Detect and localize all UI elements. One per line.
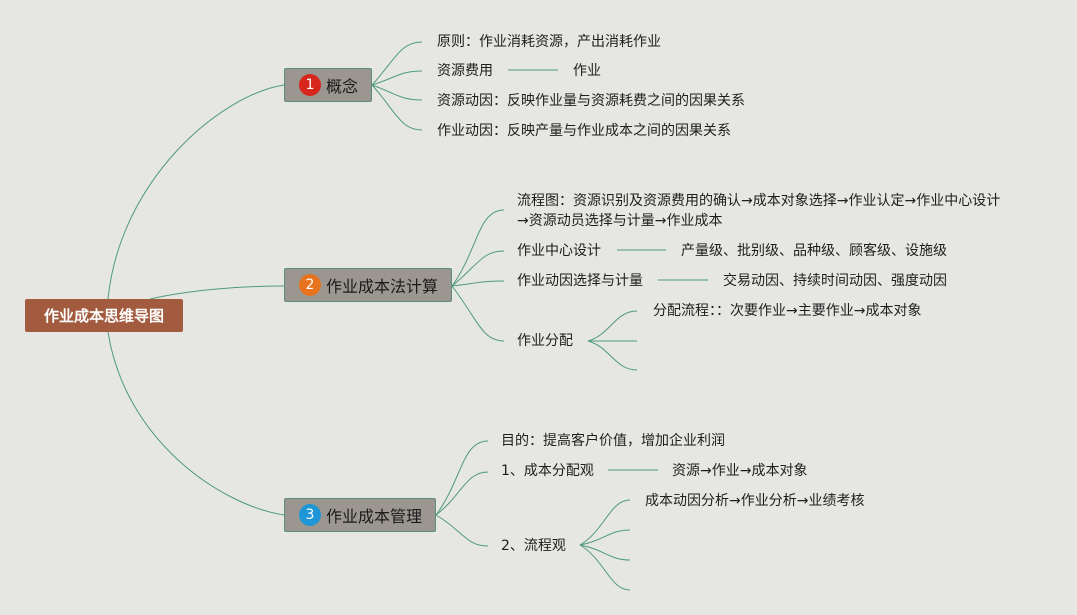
link-calc-driver [451,280,505,287]
concept-activity: 作业 [573,63,601,79]
branch-concept[interactable]: 1 概念 [284,68,372,102]
link-root-calc [149,285,285,300]
calc-flow-line2: →资源动员选择与计量→作业成本 [517,213,723,229]
number-badge-icon: 1 [299,74,321,96]
root-title: 作业成本思维导图 [43,307,164,325]
link-root-management [107,331,285,516]
branch-label: 作业成本法计算 [326,277,439,296]
link-process-chain [579,499,631,546]
link-management-goal [435,440,489,516]
link-process-sub3 [579,544,631,561]
calc-center-design: 作业中心设计 [517,243,601,259]
link-calc-center [451,250,505,287]
link-process-sub2 [579,529,631,546]
link-concept-resource-driver [371,84,423,101]
link-concept-resource [371,70,423,86]
management-allocation-chain: 资源→作业→成本对象 [672,463,808,479]
link-calc-flow [451,209,505,287]
branch-label: 概念 [326,77,359,96]
concept-activity-driver: 作业动因：反映产量与作业成本之间的因果关系 [437,123,731,139]
number-badge-icon: 2 [299,274,321,296]
link-calc-allocation [451,285,505,342]
branch-label: 作业成本管理 [326,507,423,526]
number-badge-icon: 3 [299,504,321,526]
branch-calculation[interactable]: 2 作业成本法计算 [284,268,452,302]
concept-resource-cost: 资源费用 [437,63,493,79]
link-allocation-flow [587,310,638,342]
management-process-view: 2、流程观 [501,538,566,554]
link-process-sub4 [579,544,631,591]
concept-principle: 原则：作业消耗资源，产出消耗作业 [437,34,661,50]
link-concept-activity-driver [371,84,423,131]
calc-flow-line1: 流程图：资源识别及资源费用的确认→成本对象选择→作业认定→作业中心设计 [517,193,1001,209]
management-allocation-view: 1、成本分配观 [501,463,594,479]
management-process-chain: 成本动因分析→作业分析→业绩考核 [645,493,865,509]
root-node[interactable]: 作业成本思维导图 [25,299,183,332]
management-goal: 目的：提高客户价值，增加企业利润 [501,433,725,449]
calc-allocation-flow: 分配流程：：次要作业→主要作业→成本对象 [653,303,922,319]
calc-driver-select: 作业动因选择与计量 [517,273,643,289]
concept-resource-driver: 资源动因：反映作业量与资源耗费之间的因果关系 [437,93,745,109]
calc-center-levels: 产量级、批别级、品种级、顾客级、设施级 [681,243,947,259]
link-root-concept [107,84,285,300]
calc-driver-types: 交易动因、持续时间动因、强度动因 [723,273,947,289]
branch-management[interactable]: 3 作业成本管理 [284,498,436,532]
link-concept-principle [371,41,423,86]
link-management-allocation-view [435,471,489,516]
calc-allocation: 作业分配 [517,333,573,349]
link-management-process-view [435,514,489,547]
link-allocation-sub3 [587,340,638,371]
